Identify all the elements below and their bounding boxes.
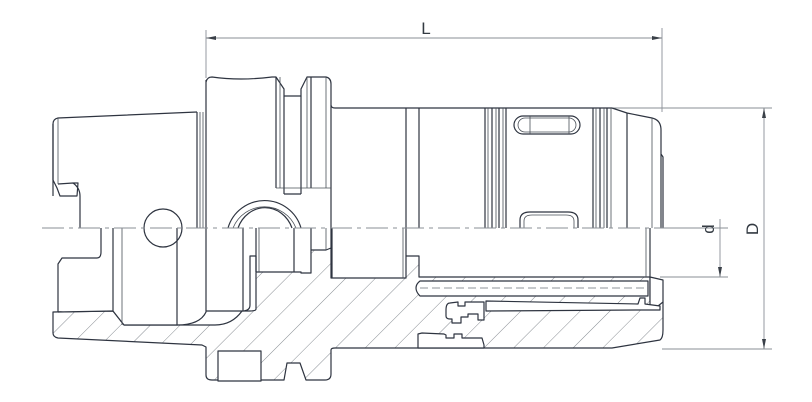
coolant-channel bbox=[415, 280, 649, 297]
arrowhead-down-icon bbox=[762, 339, 766, 349]
dimension-l: L bbox=[205, 19, 663, 112]
arrowhead-down-small-icon bbox=[718, 267, 722, 277]
clamping-nut bbox=[611, 107, 664, 228]
arrowhead-right-icon bbox=[652, 36, 662, 40]
arrowhead-left-icon bbox=[206, 36, 216, 40]
flange bbox=[205, 76, 406, 109]
dimension-label-outer-diameter: D bbox=[743, 223, 762, 235]
lower-half-section bbox=[52, 228, 664, 382]
slot-upper bbox=[513, 115, 581, 135]
slot-lower bbox=[519, 211, 579, 228]
drive-key-arc bbox=[227, 199, 302, 229]
arrowhead-up-icon bbox=[762, 108, 766, 118]
dimension-d-outer: D bbox=[612, 107, 772, 350]
upper-half-view bbox=[52, 76, 664, 248]
hsk-taper-shank bbox=[52, 111, 198, 228]
dimension-label-bore-diameter: d bbox=[699, 224, 718, 233]
seal-detail bbox=[445, 301, 485, 324]
sleeve-channel bbox=[485, 297, 661, 312]
key-slot bbox=[217, 350, 262, 382]
dimension-label-l: L bbox=[421, 19, 430, 38]
